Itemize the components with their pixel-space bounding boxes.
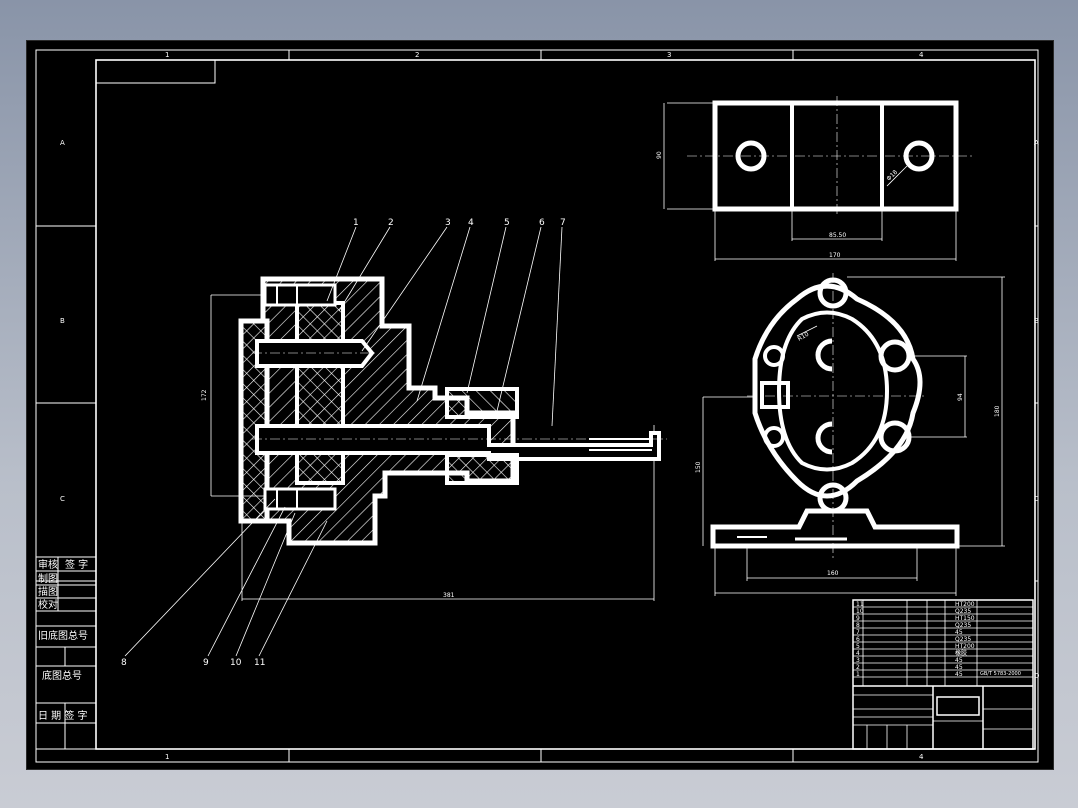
part-balloons-bottom [124,498,328,657]
bom-material-7: 45 [955,629,963,636]
standard-note: GB/T 5783-2000 [980,671,1021,677]
top-view [663,96,972,261]
column-marker-4-bottom: 4 [919,753,924,761]
column-marker-3: 3 [667,51,671,59]
bom-material-6: Q235 [955,636,971,643]
bom-no-5: 5 [856,643,860,650]
bom-material-8: Q235 [955,622,971,629]
bom-no-2: 2 [856,664,860,671]
dim-top-view-height: 90 [656,151,663,159]
dim-top-view-hole-spacing: 85.50 [829,232,846,239]
balloon-9: 9 [203,658,209,668]
row-markers: A B C A B C D [60,139,1039,680]
side-view [702,273,1005,596]
balloon-5: 5 [504,218,510,228]
stamp-row-1: 审核 [38,558,58,571]
title-block [852,599,1034,750]
balloon-3: 3 [445,218,451,228]
side-stamp: 审核 制图 描图 校对 签 字 旧底图总号 底图总号 日 期 签 字 [35,556,97,750]
drawing-frame [35,49,1039,763]
bom-no-4: 4 [856,650,860,657]
bom-table: 11 HT200 10 Q235 9 HT150 8 Q235 7 45 6 Q… [856,601,1021,678]
balloon-4: 4 [468,218,474,228]
column-marker-4: 4 [919,51,924,59]
stamp-row-3: 描图 [38,585,58,598]
balloon-10: 10 [230,658,242,668]
column-marker-1: 1 [165,51,169,59]
balloon-2: 2 [388,218,394,228]
bom-no-11: 11 [856,601,864,608]
row-marker-b: B [60,317,65,325]
dim-section-height: 172 [201,389,208,401]
bom-no-9: 9 [856,615,860,622]
stamp-row-4: 校对 [38,598,58,611]
dim-side-view-hole-spacing: 94 [957,393,964,401]
bom-material-2: 45 [955,664,963,671]
dim-angle-label: R10 [797,331,811,343]
bom-material-4: 橡胶 [955,649,967,657]
row-marker-d-right: D [1034,672,1039,680]
dim-side-view-height: 150 [695,461,702,473]
row-marker-a: A [60,139,65,147]
part-balloons-top [326,226,563,427]
bom-material-1: 45 [955,671,963,678]
bom-material-3: 45 [955,657,963,664]
stamp-old-number-label: 旧底图总号 [38,629,88,642]
drawing-canvas: 1 2 3 4 1 4 A B C A B C D 审核 [35,49,1039,763]
balloon-11: 11 [254,658,265,668]
balloon-1: 1 [353,218,359,228]
column-marker-2: 2 [415,51,419,59]
bom-no-7: 7 [856,629,860,636]
cad-viewport[interactable]: 1 2 3 4 1 4 A B C A B C D 审核 [26,40,1054,770]
stamp-row-2: 制图 [38,572,58,585]
row-marker-a-right: A [1034,139,1039,147]
row-marker-c: C [60,495,65,503]
stamp-sign-label: 签 字 [65,558,88,571]
dim-side-view-width: 160 [827,570,839,577]
bom-material-9: HT150 [955,615,975,622]
bom-material-5: HT200 [955,643,975,650]
balloon-8: 8 [121,658,127,668]
row-marker-c-right: C [1034,495,1039,503]
dim-overall-length: 381 [443,592,455,599]
bom-no-6: 6 [856,636,860,643]
row-marker-b-right: B [1034,317,1039,325]
bom-no-3: 3 [856,657,860,664]
bom-no-10: 10 [856,608,864,615]
column-marker-1-bottom: 1 [165,753,169,761]
bom-material-10: Q235 [955,608,971,615]
bom-no-8: 8 [856,622,860,629]
dim-side-view-total-height: 180 [994,405,1001,417]
dim-top-view-length: 170 [829,252,841,259]
stamp-base-number-label: 底图总号 [42,669,82,682]
stamp-date-sign-label: 日 期 签 字 [38,709,88,722]
section-view: 172 381 [201,276,667,601]
balloon-7: 7 [560,218,566,228]
bom-no-1: 1 [856,671,860,678]
balloon-6: 6 [539,218,545,228]
dim-hole-diameter: Φ18 [885,169,899,183]
bom-material-11: HT200 [955,601,975,608]
column-markers: 1 2 3 4 1 4 [165,51,924,761]
